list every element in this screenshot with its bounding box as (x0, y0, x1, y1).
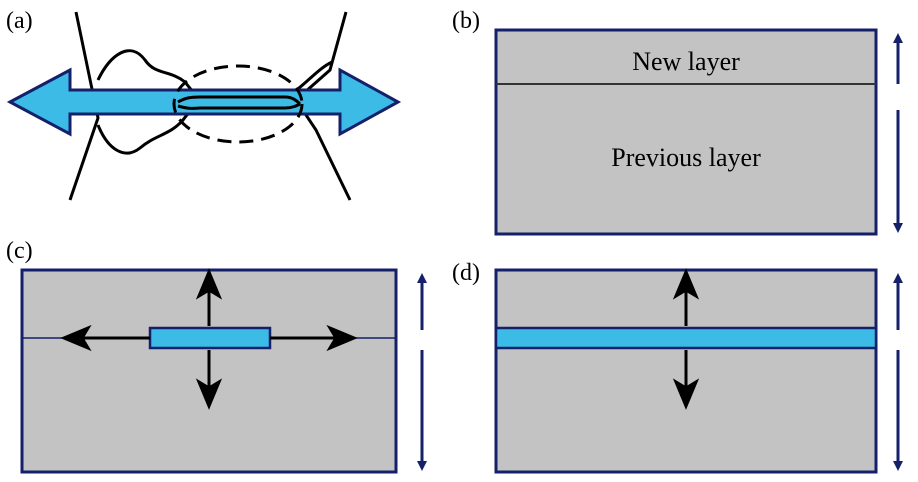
previous-layer-label: Previous layer (611, 143, 761, 172)
panel-c-label: (c) (6, 238, 33, 264)
growth-arrows (672, 268, 700, 410)
panel-d-label: (d) (452, 260, 480, 286)
panel-d: (d) (452, 260, 903, 474)
panel-a: (a) (6, 8, 402, 201)
left-outer-curve (68, 11, 100, 201)
arrow-right-head (326, 324, 358, 352)
crack-bar (148, 326, 272, 350)
panel-a-label: (a) (6, 8, 33, 34)
full-crack-bar (494, 326, 878, 350)
crack-line (177, 95, 302, 110)
growth-arrows (60, 268, 358, 410)
panel-b-label: (b) (452, 8, 480, 34)
arrow-up-head (195, 268, 223, 300)
new-layer-label: New layer (632, 47, 740, 76)
arrow-down-head (195, 378, 223, 410)
cyan-double-arrow (6, 67, 402, 137)
panel-b: (b) New layer Previous layer (452, 8, 903, 236)
layer-box (494, 28, 878, 236)
arrow-left-head (60, 324, 92, 352)
arrow-down-head (672, 378, 700, 410)
dashed-ellipse (172, 64, 304, 144)
panel-c: (c) (6, 238, 427, 474)
arrow-up-head (672, 268, 700, 300)
